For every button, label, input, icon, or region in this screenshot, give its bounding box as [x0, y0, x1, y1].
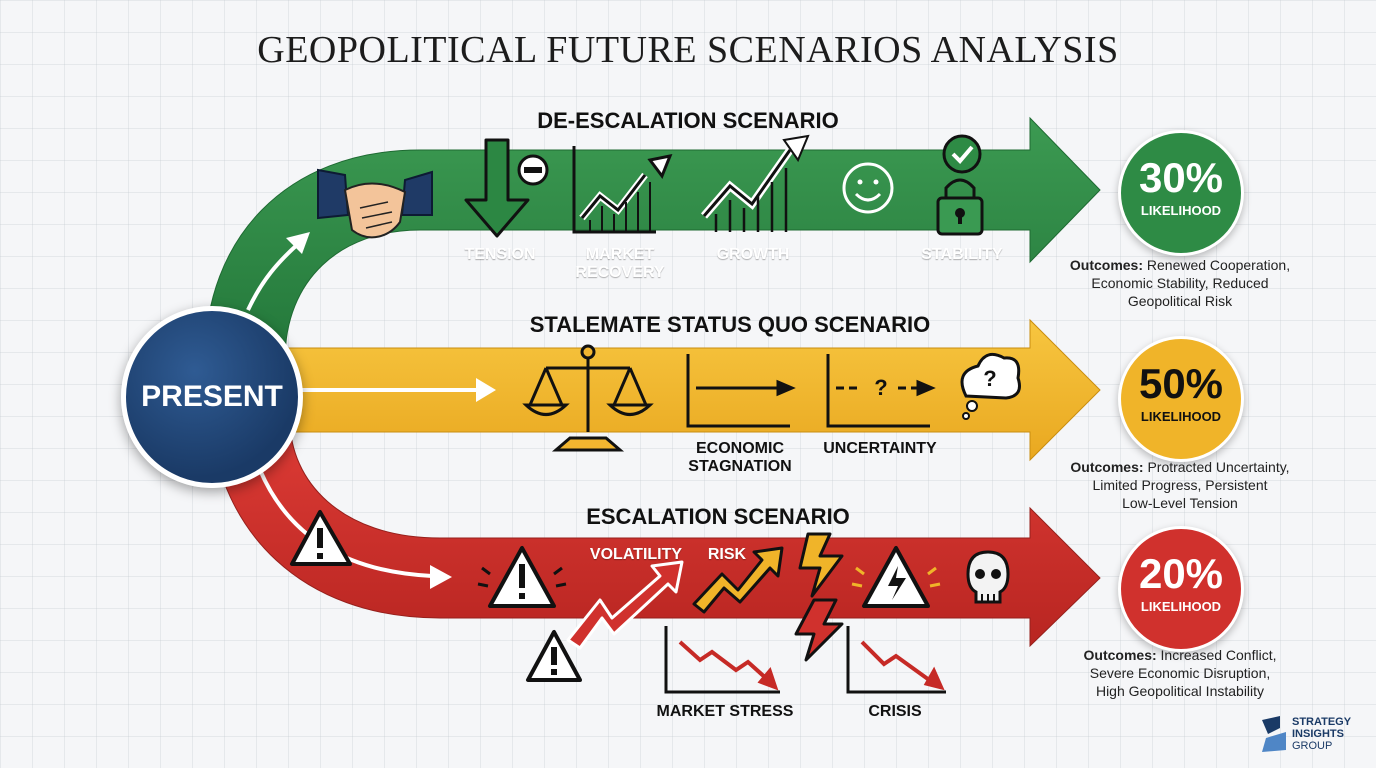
- flow-arrowhead-up: [286, 232, 310, 254]
- outcomes-line: Renewed Cooperation,: [1146, 257, 1291, 273]
- de-escalation-outcomes: Outcomes: Renewed Cooperation, Economic …: [1050, 256, 1310, 310]
- escalation-outcomes: Outcomes: Increased Conflict, Severe Eco…: [1050, 646, 1310, 700]
- de-escalation-likelihood-badge: 30% LIKELIHOOD: [1118, 130, 1244, 256]
- economic-stagnation-label-line1: ECONOMIC: [696, 440, 784, 457]
- outcomes-line: Severe Economic Disruption,: [1089, 665, 1271, 681]
- checkmark-badge-icon: [942, 134, 982, 174]
- handshake-icon: [317, 168, 433, 239]
- likelihood-label: LIKELIHOOD: [1140, 203, 1222, 218]
- stalemate-outcomes: Outcomes: Protracted Uncertainty, Limite…: [1050, 458, 1310, 512]
- falling-chart-icon: [846, 626, 946, 694]
- flat-chart-icon: [686, 354, 796, 428]
- alarm-warning-icon: [477, 546, 567, 608]
- scales-icon: [522, 344, 654, 452]
- brand-name: STRATEGY INSIGHTS GROUP: [1292, 716, 1351, 752]
- escalation-arrow: [209, 419, 1101, 648]
- tension-label: TENSION: [464, 246, 536, 263]
- zigzag-up-arrow-icon: [692, 546, 784, 614]
- present-node: PRESENT: [121, 306, 303, 488]
- volatility-label: VOLATILITY: [589, 546, 683, 563]
- market-recovery-label-line2: RECOVERY: [575, 264, 665, 281]
- question-mark-glyph: ?: [874, 375, 888, 400]
- economic-stagnation-label-line2: STAGNATION: [688, 458, 792, 475]
- question-chart-icon: [826, 354, 936, 428]
- market-recovery-label-line1: MARKET: [585, 246, 655, 263]
- outcomes-line: Limited Progress, Persistent: [1092, 477, 1268, 493]
- padlock-icon: [936, 178, 984, 236]
- outcomes-line: Low-Level Tension: [1122, 495, 1238, 511]
- minus-badge-icon: [517, 154, 549, 186]
- lightning-icon: [794, 532, 844, 662]
- outcomes-line: Protracted Uncertainty,: [1147, 459, 1290, 475]
- outcomes-line: Geopolitical Risk: [1127, 293, 1233, 309]
- question-cloud-glyph: ?: [983, 366, 997, 391]
- stalemate-likelihood-badge: 50% LIKELIHOOD: [1118, 336, 1244, 462]
- crisis-label: CRISIS: [868, 703, 922, 720]
- flow-arrow-up: [246, 242, 300, 311]
- de-escalation-heading: DE-ESCALATION SCENARIO: [537, 108, 839, 133]
- likelihood-label: LIKELIHOOD: [1140, 599, 1222, 614]
- outcomes-line: Economic Stability, Reduced: [1091, 275, 1269, 291]
- alarm-warning-icon: [851, 546, 941, 608]
- flow-arrowhead-middle: [476, 378, 496, 402]
- flow-arrowhead-down: [430, 565, 452, 589]
- stability-label: STABILITY: [921, 246, 1003, 263]
- warning-icon: [526, 630, 582, 682]
- page-title: GEOPOLITICAL FUTURE SCENARIOS ANALYSIS: [257, 29, 1119, 71]
- outcomes-line: Increased Conflict,: [1160, 647, 1277, 663]
- zigzag-up-arrow-icon: [566, 560, 684, 650]
- brand-line: GROUP: [1292, 740, 1333, 752]
- growth-chart-icon: [700, 134, 810, 232]
- de-escalation-percent: 30%: [1138, 154, 1224, 201]
- smiley-icon: [842, 162, 894, 214]
- escalation-percent: 20%: [1138, 550, 1224, 597]
- escalation-likelihood-badge: 20% LIKELIHOOD: [1118, 526, 1244, 652]
- question-cloud-icon: [960, 352, 1021, 420]
- growth-label: GROWTH: [716, 246, 790, 263]
- brand-logo-icon: [1262, 716, 1286, 752]
- brand-line: STRATEGY: [1292, 716, 1352, 728]
- risk-label: RISK: [707, 546, 747, 563]
- stalemate-percent: 50%: [1138, 360, 1224, 407]
- warning-icon: [290, 510, 352, 566]
- down-arrow-icon: [464, 138, 530, 238]
- rising-chart-icon: [572, 146, 673, 234]
- outcomes-label: Outcomes:: [1069, 257, 1143, 273]
- outcomes-line: High Geopolitical Instability: [1095, 683, 1265, 699]
- outcomes-label: Outcomes:: [1070, 459, 1144, 475]
- market-stress-label: MARKET STRESS: [656, 703, 794, 720]
- brand-line: INSIGHTS: [1292, 728, 1344, 740]
- escalation-heading: ESCALATION SCENARIO: [586, 504, 850, 529]
- stalemate-heading: STALEMATE STATUS QUO SCENARIO: [529, 312, 931, 337]
- uncertainty-label: UNCERTAINTY: [823, 440, 937, 457]
- falling-chart-icon: [664, 626, 780, 694]
- skull-icon: [966, 550, 1010, 604]
- outcomes-label: Outcomes:: [1083, 647, 1157, 663]
- likelihood-label: LIKELIHOOD: [1140, 409, 1222, 424]
